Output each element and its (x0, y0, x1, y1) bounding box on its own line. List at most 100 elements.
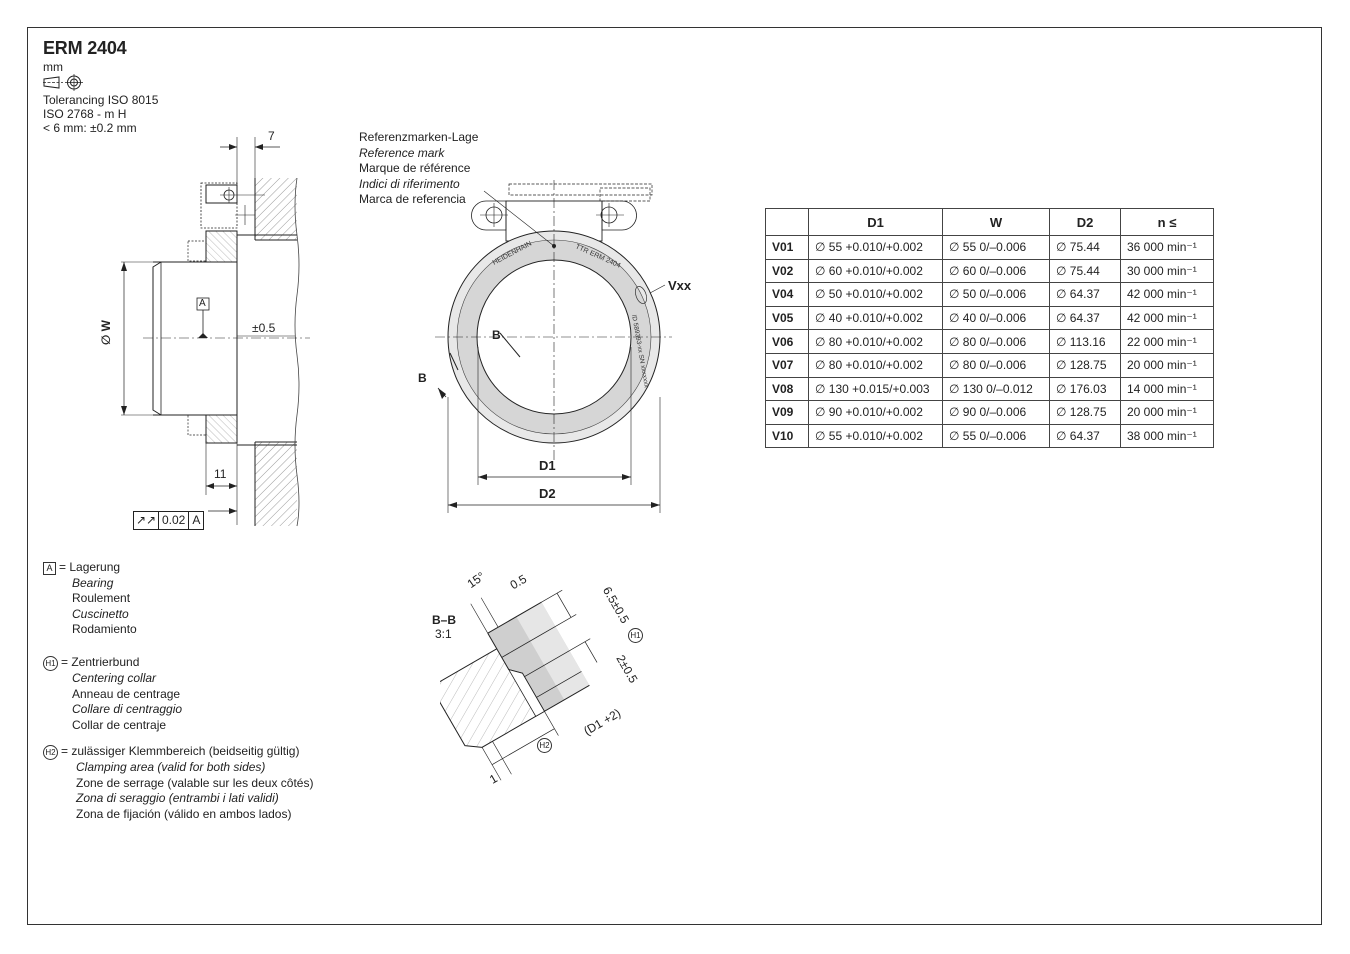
legend-a-fr: Roulement (72, 591, 131, 605)
drawing-frame (27, 27, 1322, 925)
legend-h1-de: = Zentrierbund (61, 655, 140, 669)
front-label-vxx: Vxx (668, 278, 692, 293)
cell-d1: ∅ 90 +0.010/+0.002 (808, 400, 943, 425)
cell-d1: ∅ 60 +0.010/+0.002 (808, 258, 943, 284)
cell-n: 36 000 min⁻¹ (1120, 235, 1214, 260)
legend-a-de: = Lagerung (59, 560, 121, 574)
spec-table-header: D1 W D2 n ≤ (765, 208, 1214, 236)
cell-n: 42 000 min⁻¹ (1120, 282, 1214, 307)
cell-n: 20 000 min⁻¹ (1120, 352, 1214, 378)
spec-table: D1 W D2 n ≤ V01∅ 55 +0.010/+0.002∅ 55 0/… (765, 208, 1214, 449)
cell-n: 30 000 min⁻¹ (1120, 258, 1214, 284)
cell-w: ∅ 130 0/–0.012 (942, 376, 1050, 402)
side-view-drawing (121, 137, 310, 527)
cell-d2: ∅ 176.03 (1049, 376, 1121, 402)
legend-clamping-area: H2= zulässiger Klemmbereich (beidseitig … (43, 744, 313, 822)
legend-h2-en: Clamping area (valid for both sides) (76, 760, 266, 774)
cell-d2: ∅ 113.16 (1049, 329, 1121, 354)
legend-a-it: Cuscinetto (72, 606, 129, 621)
legend-h2-de: = zulässiger Klemmbereich (beidseitig gü… (61, 744, 300, 758)
cell-d1: ∅ 55 +0.010/+0.002 (808, 423, 943, 449)
cell-w: ∅ 80 0/–0.006 (942, 352, 1050, 378)
cell-id: V08 (765, 376, 809, 402)
section-h1-marker: H1 (628, 628, 643, 643)
runout-value: 0.02 (159, 512, 190, 529)
cell-d1: ∅ 55 +0.010/+0.002 (808, 235, 943, 260)
cell-w: ∅ 60 0/–0.006 (942, 258, 1050, 284)
refnote-es: Marca de referencia (359, 192, 466, 206)
side-datum-a: A (199, 298, 206, 309)
header-w: W (942, 208, 1050, 236)
side-dim-w: ∅ W (99, 320, 113, 345)
cell-id: V10 (765, 423, 809, 449)
cell-w: ∅ 40 0/–0.006 (942, 305, 1050, 331)
table-row: V01∅ 55 +0.010/+0.002∅ 55 0/–0.006∅ 75.4… (765, 235, 1214, 260)
drawing-title: ERM 2404 (43, 38, 127, 58)
legend-h2-symbol: H2 (43, 745, 58, 760)
legend-h1-en: Centering collar (72, 671, 157, 685)
legend-bearing: A= Lagerung Bearing Roulement Cuscinetto… (43, 560, 137, 638)
side-tol-axial: ±0.5 (252, 321, 276, 335)
front-label-b-inner: B (492, 328, 501, 342)
header-id (765, 208, 809, 236)
refnote-it: Indici di riferimento (359, 176, 460, 191)
section-h2-marker: H2 (537, 738, 552, 753)
unit-label: mm (43, 60, 63, 74)
header-n: n ≤ (1120, 208, 1214, 236)
table-row: V04∅ 50 +0.010/+0.002∅ 50 0/–0.006∅ 64.3… (765, 282, 1214, 307)
cell-d2: ∅ 75.44 (1049, 235, 1121, 260)
legend-h1-it: Collare di centraggio (72, 702, 183, 716)
table-row: V10∅ 55 +0.010/+0.002∅ 55 0/–0.006∅ 64.3… (765, 423, 1214, 449)
cell-d2: ∅ 64.37 (1049, 282, 1121, 307)
legend-h2-es: Zona de fijación (válido en ambos lados) (76, 806, 292, 821)
table-row: V06∅ 80 +0.010/+0.002∅ 80 0/–0.006∅ 113.… (765, 329, 1214, 354)
cell-d1: ∅ 80 +0.010/+0.002 (808, 352, 943, 378)
cell-id: V06 (765, 329, 809, 354)
refnote-de: Referenzmarken-Lage (359, 130, 479, 144)
cell-d2: ∅ 75.44 (1049, 258, 1121, 284)
tolerance-line-1: Tolerancing ISO 8015 (43, 93, 159, 107)
cell-n: 22 000 min⁻¹ (1120, 329, 1214, 354)
legend-h2-it: Zona di seraggio (entrambi i lati validi… (76, 791, 279, 805)
cell-id: V04 (765, 282, 809, 307)
section-title: B–B (432, 613, 457, 627)
cell-n: 14 000 min⁻¹ (1120, 376, 1214, 402)
cell-n: 38 000 min⁻¹ (1120, 423, 1214, 449)
front-label-b-outer: B (418, 371, 427, 385)
tolerance-line-3: < 6 mm: ±0.2 mm (43, 121, 137, 135)
section-scale: 3:1 (435, 627, 452, 641)
refnote-fr: Marque de référence (359, 161, 471, 175)
cell-id: V09 (765, 400, 809, 425)
cell-id: V01 (765, 235, 809, 260)
cell-w: ∅ 50 0/–0.006 (942, 282, 1050, 307)
cell-id: V05 (765, 305, 809, 331)
cell-d1: ∅ 80 +0.010/+0.002 (808, 329, 943, 354)
cell-id: V07 (765, 352, 809, 378)
cell-w: ∅ 55 0/–0.006 (942, 235, 1050, 260)
cell-d1: ∅ 50 +0.010/+0.002 (808, 282, 943, 307)
legend-centering-collar: H1= Zentrierbund Centering collar Anneau… (43, 655, 182, 733)
legend-h1-symbol: H1 (43, 656, 58, 671)
refnote-en: Reference mark (359, 145, 445, 160)
cell-d2: ∅ 128.75 (1049, 400, 1121, 425)
tolerance-line-2: ISO 2768 - m H (43, 107, 127, 121)
legend-h2-fr: Zone de serrage (valable sur les deux cô… (76, 775, 314, 790)
cell-d1: ∅ 130 +0.015/+0.003 (808, 376, 943, 402)
table-row: V02∅ 60 +0.010/+0.002∅ 60 0/–0.006∅ 75.4… (765, 258, 1214, 284)
cell-d2: ∅ 128.75 (1049, 352, 1121, 378)
cell-w: ∅ 80 0/–0.006 (942, 329, 1050, 354)
cell-d2: ∅ 64.37 (1049, 423, 1121, 449)
side-dim-7: 7 (268, 129, 275, 143)
table-row: V08∅ 130 +0.015/+0.003∅ 130 0/–0.012∅ 17… (765, 376, 1214, 402)
projection-symbol-icon (43, 74, 83, 91)
reference-mark-note: Referenzmarken-Lage Reference mark Marqu… (359, 130, 478, 208)
header-d1: D1 (808, 208, 943, 236)
legend-a-es: Rodamiento (72, 622, 137, 636)
legend-a-symbol: A (43, 562, 56, 575)
table-row: V05∅ 40 +0.010/+0.002∅ 40 0/–0.006∅ 64.3… (765, 305, 1214, 331)
cell-n: 20 000 min⁻¹ (1120, 400, 1214, 425)
runout-icon: ↗↗ (134, 512, 159, 529)
front-dim-d1: D1 (539, 458, 556, 473)
cell-n: 42 000 min⁻¹ (1120, 305, 1214, 331)
cell-d1: ∅ 40 +0.010/+0.002 (808, 305, 943, 331)
